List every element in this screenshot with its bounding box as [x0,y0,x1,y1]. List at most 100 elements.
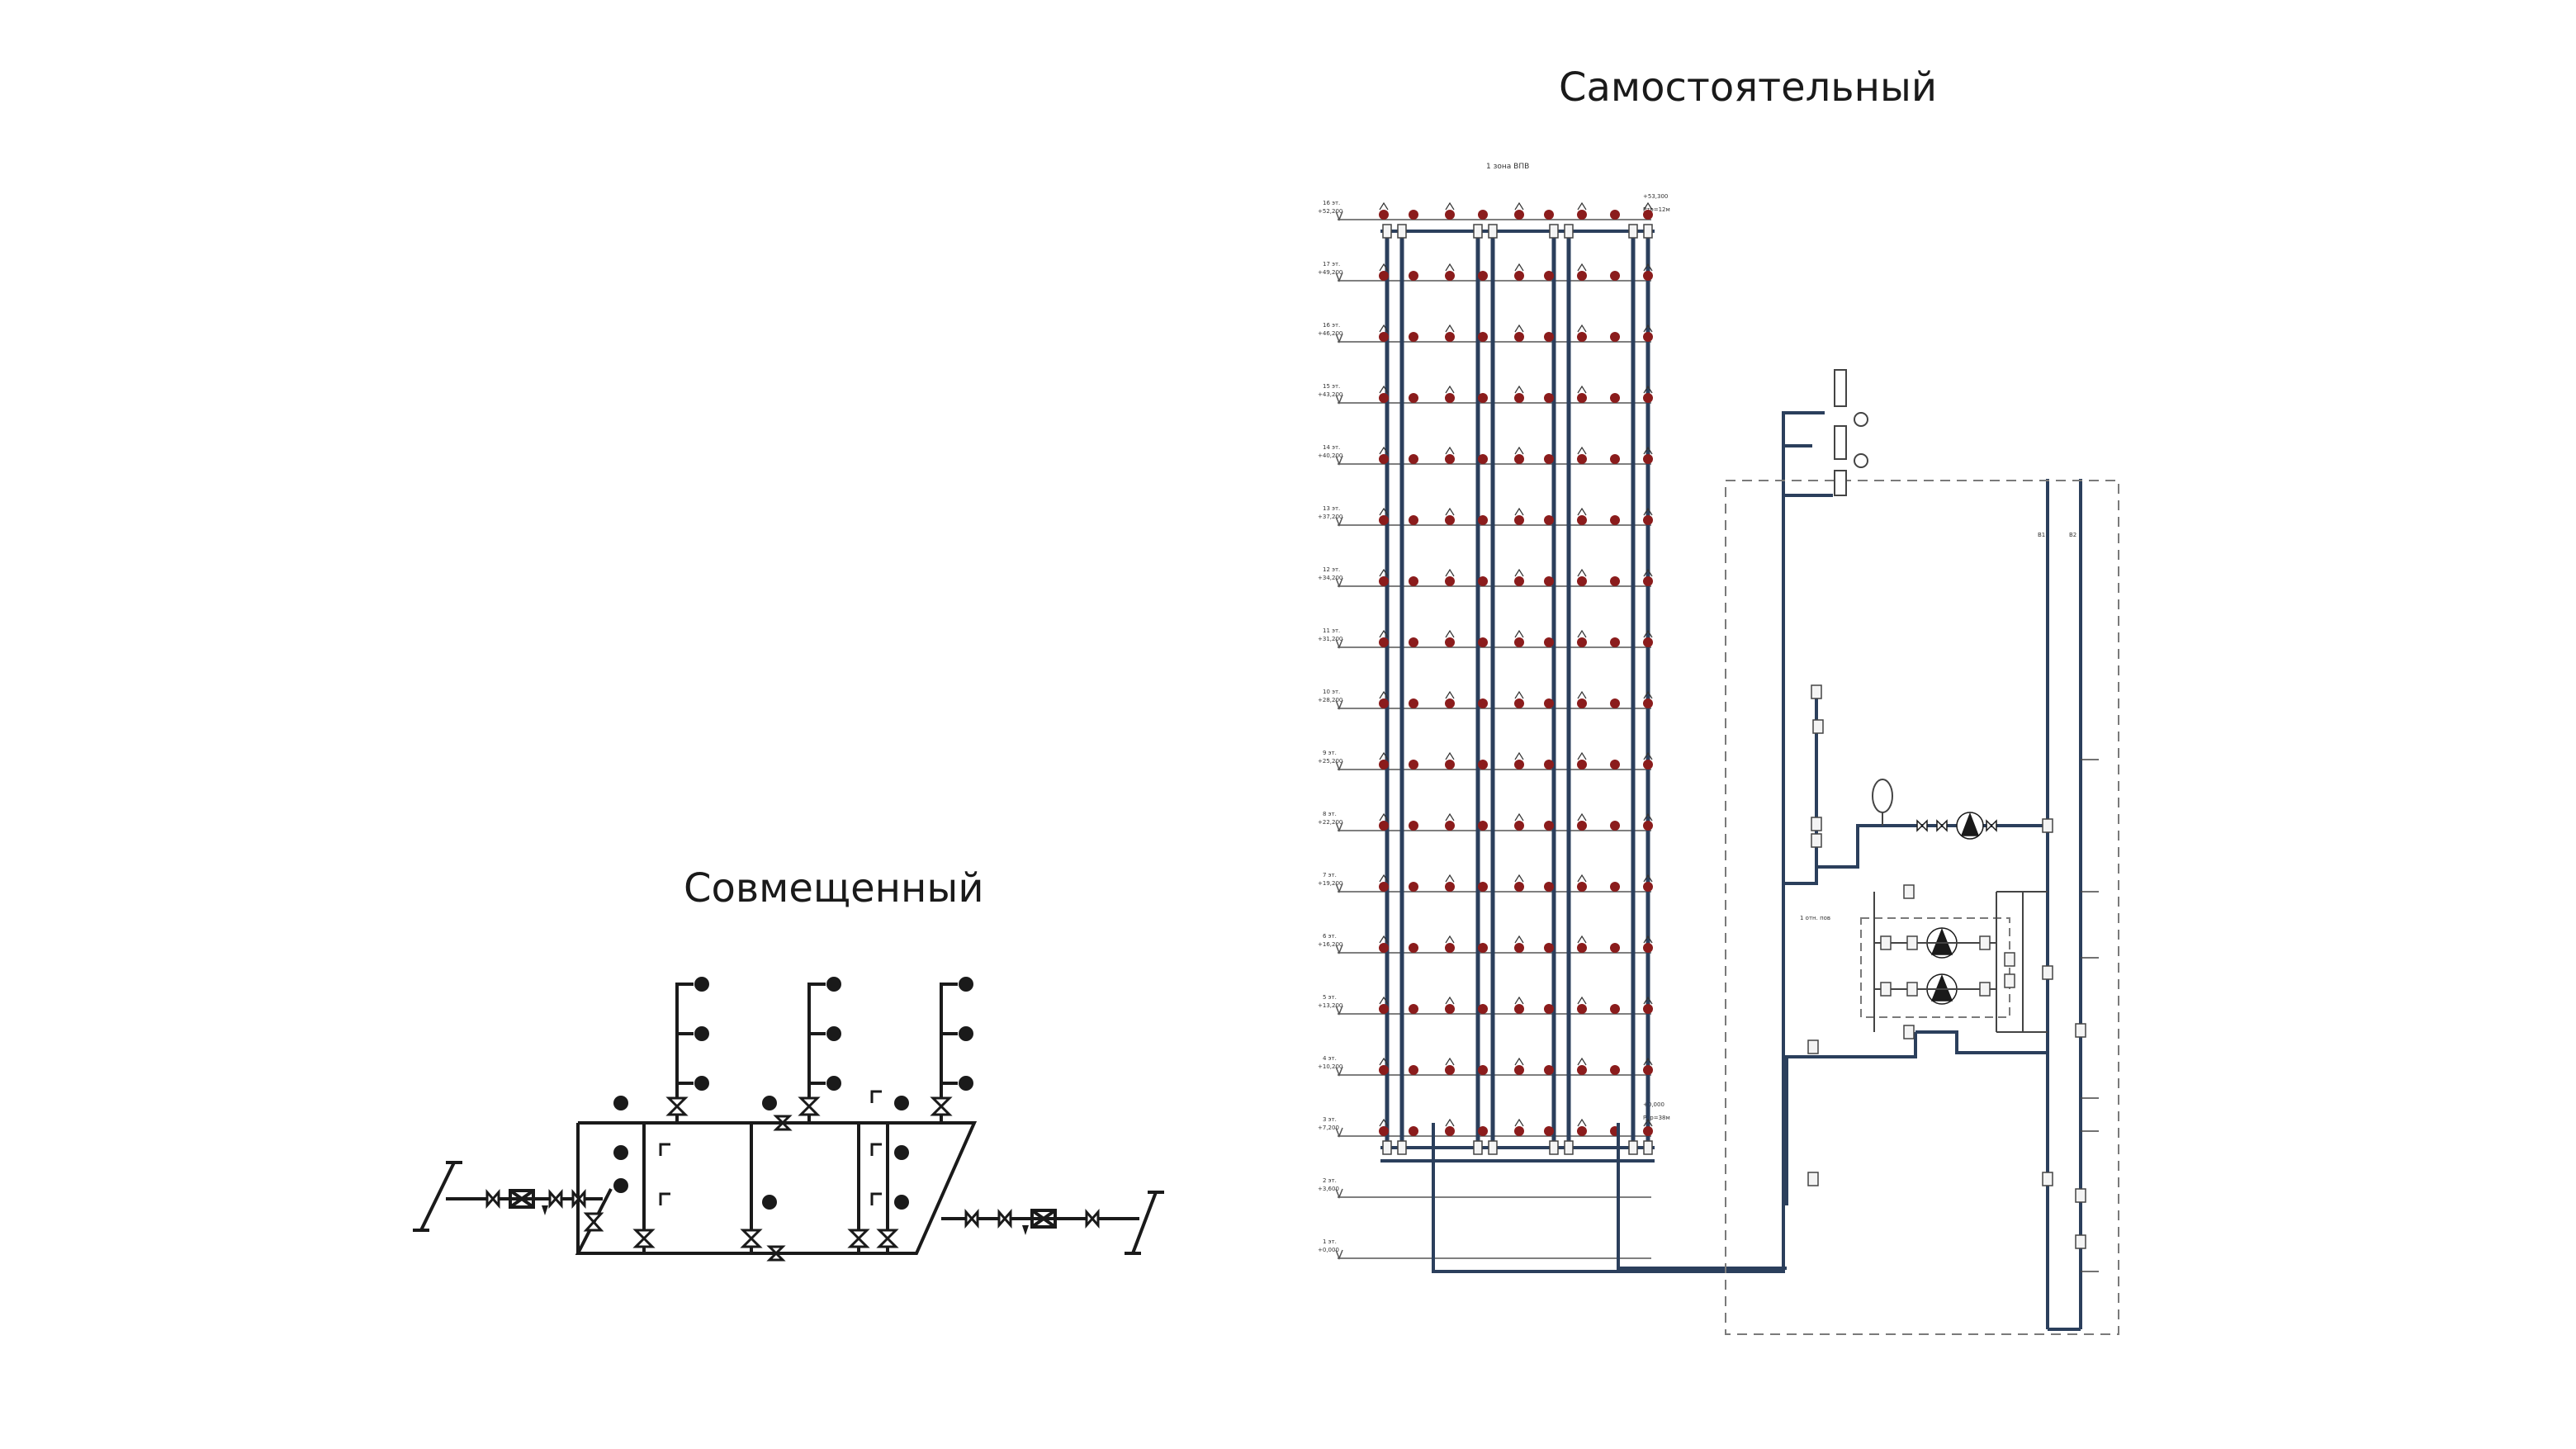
title-separate: Самостоятельный [1559,64,1938,111]
faucet-icon [1514,1057,1524,1066]
fire-hydrant-icon [1409,760,1418,769]
faucet-icon [1643,690,1653,699]
fire-hydrant-icon [1379,760,1389,769]
fire-hydrant-icon [1445,515,1455,525]
floor-mark-label: +37,200 [1318,514,1342,520]
jockey-valves [1916,819,1997,832]
fire-risers [1385,231,1650,1148]
fire-hydrant-icon [1643,882,1653,892]
combined-hydrant-icon [694,1076,709,1091]
title-combined: Совмещенный [684,865,984,912]
fire-hydrant-icon [1379,698,1389,708]
fire-hydrant-icon [1544,637,1554,647]
floor-name-label: 16 эт. [1323,200,1340,206]
ring-collectors [1380,224,1655,1163]
faucet-icon [1577,1118,1587,1127]
faucet-icon [1379,385,1389,394]
faucet-icon [1514,507,1524,516]
level-mark-icon [1335,944,1343,955]
level-mark-icon [1335,638,1343,650]
level-mark-icon [1335,272,1343,283]
fire-hydrant-icon [1514,332,1524,342]
faucet-icon [1445,263,1455,272]
jockey-valve-icon [1936,819,1948,832]
fire-hydrant-icon [1610,1065,1620,1075]
pump-group-boundary [1860,917,2010,1018]
fire-hydrant-icon [1610,515,1620,525]
floor-mark-label: +7,200 [1318,1125,1339,1131]
fire-hydrant-icon [1514,698,1524,708]
level-mark-icon [1335,394,1343,405]
fire-hydrant-icon [1544,1065,1554,1075]
faucet-icon [1379,629,1389,638]
faucet-icon [1379,690,1389,699]
faucet-icon [1514,629,1524,638]
pump-valve-icon [1979,982,1991,997]
fire-hydrant-icon [1445,454,1455,464]
fire-hydrant-icon [1577,210,1587,220]
faucet-icon [1643,1057,1653,1066]
tank-gauge-icon [1854,412,1868,427]
fire-hydrant-icon [1445,271,1455,281]
fire-hydrant-icon [1544,882,1554,892]
pressure-tanks [1834,369,1893,813]
fire-hydrant-icon [1514,1065,1524,1075]
fire-hydrant-icon [1544,1126,1554,1136]
faucet-icon [1643,996,1653,1005]
faucet-icon [1379,568,1389,577]
combined-meter-right [1030,1209,1057,1229]
fire-hydrant-icon [1643,271,1653,281]
riser-valve-icon [1488,224,1498,239]
faucet-icon [1577,751,1587,760]
riser-valve-icon [2042,818,2053,833]
fire-hydrant-icon [1577,1126,1587,1136]
combined-drain-icon [542,1205,548,1215]
combined-valve [548,1189,563,1209]
faucet-icon [1514,446,1524,455]
floor-mark-label: +40,200 [1318,452,1342,459]
faucet-icon [1514,1118,1524,1127]
faucet-icon [1643,507,1653,516]
fire-hydrant-icon [1544,760,1554,769]
supply-pipe-5 [1815,824,2048,883]
riser-valve-icon [1628,1140,1638,1155]
faucet-icon [1577,263,1587,272]
fire-hydrant-icon [1577,393,1587,403]
riser-valve-icon [1643,224,1653,239]
fire-hydrant-icon [1478,882,1488,892]
fire-hydrant-icon [1379,882,1389,892]
faucet-icon [1577,201,1587,211]
pump-valve-icon [1812,719,1824,734]
fire-hydrant-icon [1478,1004,1488,1014]
fire-hydrant-icon [1610,821,1620,831]
combined-hydrant-icon [762,1195,777,1210]
fire-hydrant-icon [1478,271,1488,281]
supply-pipe-1 [1432,444,1812,1273]
faucet-icon [1445,935,1455,944]
combined-hydrant-icon [894,1195,909,1210]
riser-valve-icon [2042,965,2053,980]
floor-name-label: 7 эт. [1323,872,1337,878]
fire-hydrant-icon [1643,637,1653,647]
fire-hydrant-icon [1544,576,1554,586]
faucet-icon [1379,263,1389,272]
combined-scheme-diagram [413,977,1164,1262]
floor-mark-label: +31,200 [1318,636,1342,642]
faucet-icon [1514,568,1524,577]
fire-hydrant-icon [1577,454,1587,464]
fire-hydrant-icon [1643,760,1653,769]
pump-valve-icon [1880,935,1892,950]
faucet-icon [1379,751,1389,760]
combined-hydrant-icon [613,1145,628,1160]
fire-hydrant-icon [1610,454,1620,464]
fire-hydrant-icon [1478,515,1488,525]
combined-valve [798,1096,821,1116]
level-mark-icon [1335,516,1343,528]
fire-hydrant-icon [1478,1126,1488,1136]
fire-hydrant-icon [1379,1004,1389,1014]
fire-hydrant-icon [1379,393,1389,403]
fire-hydrant-icon [1409,882,1418,892]
pump-group-label: 1 отн. пов [1800,915,1830,921]
fire-hydrant-icon [1577,1004,1587,1014]
fire-hydrant-icon [1379,1065,1389,1075]
